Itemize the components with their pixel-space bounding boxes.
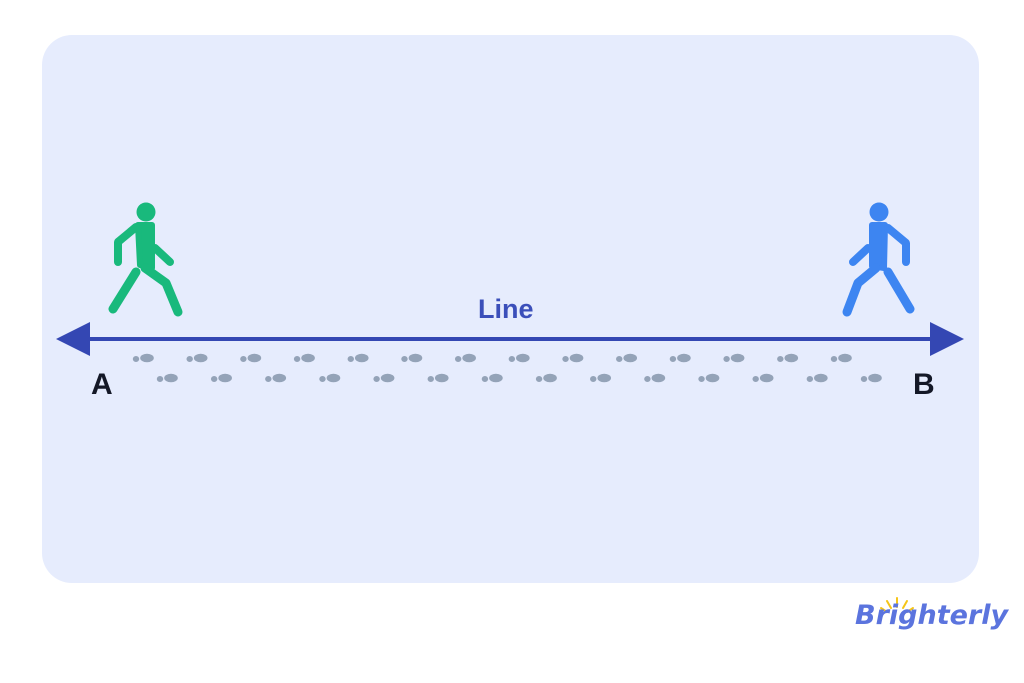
logo-text: Brighterly [855, 600, 1009, 631]
footprint-icon [132, 356, 140, 362]
footprint-icon [354, 353, 369, 363]
footprint-icon [814, 373, 828, 383]
footprint-icon [616, 356, 623, 362]
footprint-icon [562, 356, 569, 362]
footprint-icon [326, 373, 341, 383]
double-arrow-line [56, 322, 964, 356]
footprint-icon [677, 353, 691, 363]
footprint-icon [644, 376, 651, 382]
footprint-icon [569, 353, 584, 363]
line-label: Line [478, 294, 534, 324]
footprint-icon [401, 356, 408, 362]
footprint-icon [454, 356, 462, 362]
footprint-icon [140, 353, 154, 363]
point-b-label: B [913, 368, 935, 401]
footprint-icon [777, 356, 784, 362]
footprint-icon [508, 356, 516, 362]
footprint-icon [481, 376, 489, 382]
footprint-icon [489, 373, 503, 383]
footprint-icon [462, 353, 476, 363]
footprint-icon [265, 376, 272, 382]
footprint-icon [218, 373, 232, 383]
footprint-icon [186, 356, 193, 362]
footprint-icon [210, 376, 218, 382]
footprint-icon [347, 356, 354, 362]
footprints [132, 353, 882, 383]
walker-right-icon [842, 202, 915, 317]
sun-rays-icon [880, 597, 914, 613]
footprint-icon [240, 356, 247, 362]
footprint-icon [705, 373, 720, 383]
footprint-icon [427, 376, 434, 382]
footprint-icon [759, 373, 774, 383]
point-a-label: A [91, 368, 113, 401]
footprint-icon [590, 376, 597, 382]
footprint-icon [301, 353, 315, 363]
footprint-icon [752, 376, 759, 382]
footprint-icon [164, 373, 178, 383]
footprint-icon [723, 356, 730, 362]
footprint-icon [516, 353, 530, 363]
footprint-icon [597, 373, 612, 383]
footprint-icon [860, 376, 868, 382]
footprint-icon [698, 376, 705, 382]
brighterly-logo: Brighterly [855, 596, 1008, 644]
footprint-icon [623, 353, 638, 363]
footprint-icon [156, 376, 164, 382]
footprint-icon [730, 353, 745, 363]
footprint-icon [806, 376, 814, 382]
footprint-icon [293, 356, 301, 362]
footprint-icon [543, 373, 557, 383]
footprint-icon [535, 376, 543, 382]
footprint-icon [434, 373, 449, 383]
diagram-card [42, 35, 979, 583]
footprint-icon [272, 373, 287, 383]
footprint-icon [380, 373, 395, 383]
footprint-icon [651, 373, 666, 383]
footprint-icon [408, 353, 423, 363]
arrowhead-left-icon [56, 322, 90, 356]
footprint-icon [838, 353, 852, 363]
footprint-icon [247, 353, 262, 363]
footprint-icon [669, 356, 677, 362]
footprint-icon [830, 356, 838, 362]
walker-left-icon [108, 202, 183, 317]
footprint-icon [319, 376, 326, 382]
footprint-icon [193, 353, 208, 363]
footprint-icon [784, 353, 799, 363]
footprint-icon [868, 373, 882, 383]
footprint-icon [373, 376, 380, 382]
arrowhead-right-icon [930, 322, 964, 356]
